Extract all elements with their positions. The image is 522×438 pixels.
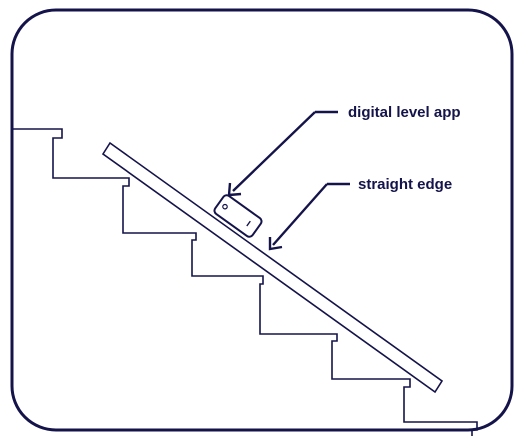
callout-label-digital-level-app: digital level app	[348, 104, 461, 121]
staircase-profile	[13, 128, 478, 436]
smartphone-icon	[213, 194, 263, 238]
arrow-head-icon	[268, 237, 283, 251]
callout-digital-level-app: digital level app	[227, 104, 461, 197]
callout-leader-line	[232, 111, 316, 192]
callout-leader-line	[272, 183, 328, 246]
arrow-head-icon	[227, 182, 242, 197]
callout-straight-edge: straight edge	[268, 176, 452, 251]
frame-border	[10, 8, 514, 432]
callout-label-straight-edge: straight edge	[358, 176, 452, 193]
straight-edge-board	[101, 141, 444, 394]
